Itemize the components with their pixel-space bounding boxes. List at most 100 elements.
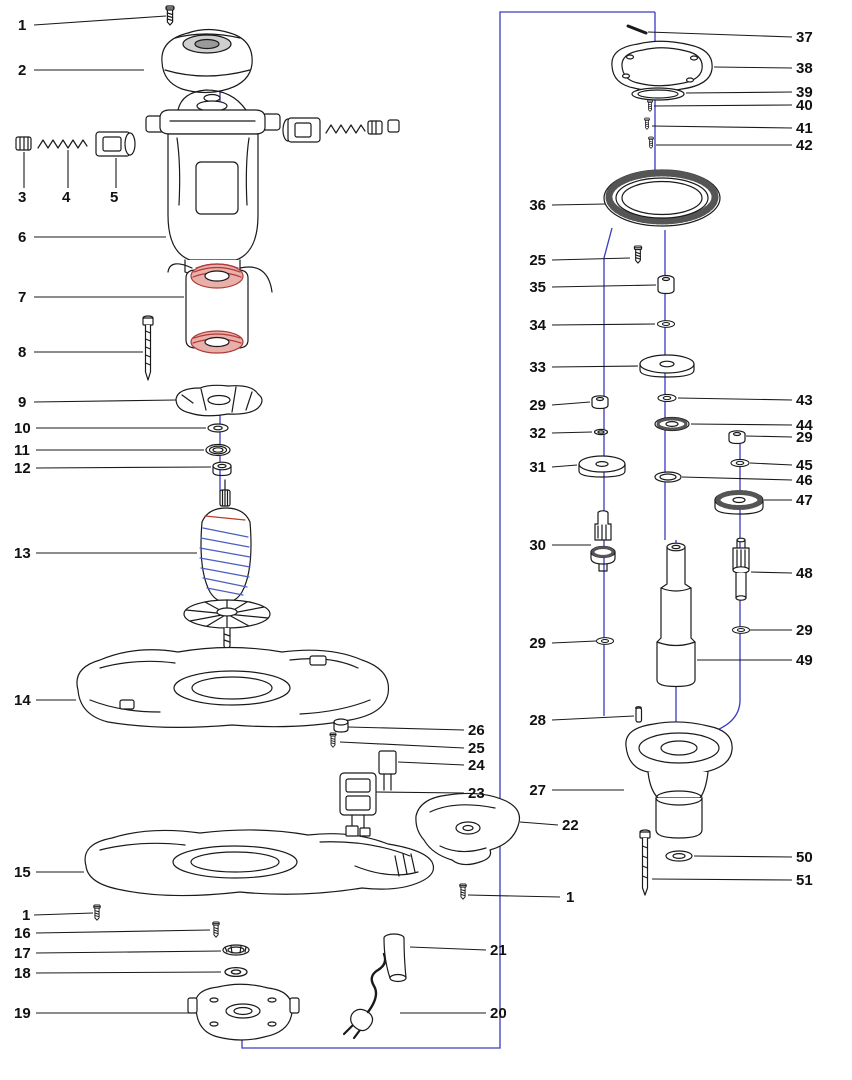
callout-label-47: 47 [796,492,813,509]
callout-label-6: 6 [18,229,26,246]
part-32-washer [593,428,609,436]
callout-label-35: 35 [529,279,546,296]
part-12-collar [212,461,232,477]
callout-label-42: 42 [796,137,813,154]
callout-label-39: 39 [796,84,813,101]
callout-label-48: 48 [796,565,813,582]
part-40-screw [647,99,653,112]
routing-axis-left-stack [603,227,613,716]
callout-leader-line-16 [35,929,211,934]
callout-leader-line-39 [685,91,793,94]
callout-label-20: 20 [490,1005,507,1022]
part-29-nut-right [728,430,746,445]
callout-label-43: 43 [796,392,813,409]
part-46-ring [654,471,682,483]
part-51-bolt [639,829,651,896]
callout-leader-line-45 [749,462,793,466]
part-18-washer [224,966,248,978]
callout-label-4: 4 [62,189,71,206]
callout-label-25: 25 [529,252,546,269]
callout-label-12: 12 [14,460,31,477]
callout-leader-line-32 [551,431,593,434]
part-19-base-plate [187,983,300,1041]
part-36-ring-gear [603,169,721,227]
callout-label-29: 29 [529,635,546,652]
callout-label-44: 44 [796,417,813,434]
callout-leader-line-24 [397,761,465,766]
callout-label-46: 46 [796,472,813,489]
part-4-brush-spring [37,139,88,149]
callout-label-19: 19 [14,1005,31,1022]
part-21-handle [383,933,407,983]
part-1-screw-top [165,5,175,26]
callout-leader-line-37 [647,31,793,38]
part-9-fan-baffle [175,384,263,417]
part-42-screw [648,136,654,149]
callout-leader-line-25 [551,257,631,261]
part-35-sleeve [657,274,675,295]
callout-label-16: 16 [14,925,31,942]
part-29-nut-left [591,395,609,410]
part-25-screw-middle [329,732,337,748]
part-37-pin [626,24,648,35]
callout-label-17: 17 [14,945,31,962]
callout-leader-line-12 [35,466,212,469]
part-5-brush-holder [95,131,136,157]
callout-label-10: 10 [14,420,31,437]
part-44-toothed-washer [654,416,690,432]
callout-label-28: 28 [529,712,546,729]
part-8-bolt [142,315,154,381]
callout-label-24: 24 [468,757,485,774]
callout-label-25: 25 [468,740,485,757]
callout-leader-line-48 [750,571,793,574]
part-31-disc [578,455,626,478]
callout-label-1: 1 [18,17,26,34]
callout-label-36: 36 [529,197,546,214]
callout-label-13: 13 [14,545,31,562]
part-6-motor-housing [145,89,281,277]
callout-label-29: 29 [529,397,546,414]
callout-leader-line-25 [339,741,465,749]
callout-label-18: 18 [14,965,31,982]
callout-leader-line-1 [33,912,94,916]
part-43-washer [657,393,677,403]
callout-label-29: 29 [796,622,813,639]
part-17-bearing-ring [222,944,250,956]
callout-leader-line-1 [33,15,167,26]
callout-label-5: 5 [110,189,118,206]
callout-leader-line-33 [551,365,639,368]
part-25-screw-right [633,245,643,264]
callout-leader-line-29 [745,435,793,438]
part-33-disc [639,354,695,378]
part-47-gear [714,490,764,515]
part-50-washer [665,850,693,862]
callout-label-38: 38 [796,60,813,77]
callout-leader-line-36 [551,203,607,206]
part-7-stator [167,263,273,354]
part-20-power-cord [342,952,387,1040]
callout-label-23: 23 [468,785,485,802]
part-1-screw-housing [93,904,101,921]
callout-label-51: 51 [796,872,813,889]
callout-label-40: 40 [796,97,813,114]
callout-leader-line-28 [551,715,635,721]
callout-label-15: 15 [14,864,31,881]
part-15-lower-housing [84,829,435,897]
part-1-screw-center [459,883,467,900]
callout-label-9: 9 [18,394,26,411]
callout-leader-line-50 [693,855,793,858]
callout-leader-line-18 [35,971,222,974]
callout-leader-line-41 [651,125,793,129]
callout-leader-line-46 [681,476,793,481]
part-2-motor-cap [161,28,253,94]
callout-leader-line-38 [713,66,793,69]
callout-label-21: 21 [490,942,507,959]
part-10-washer [207,423,229,433]
callout-label-34: 34 [529,317,546,334]
callout-label-37: 37 [796,29,813,46]
callout-label-7: 7 [18,289,26,306]
part-30-gear-shaft [590,510,616,572]
part-29-washer-right [731,626,751,634]
callout-label-27: 27 [529,782,546,799]
